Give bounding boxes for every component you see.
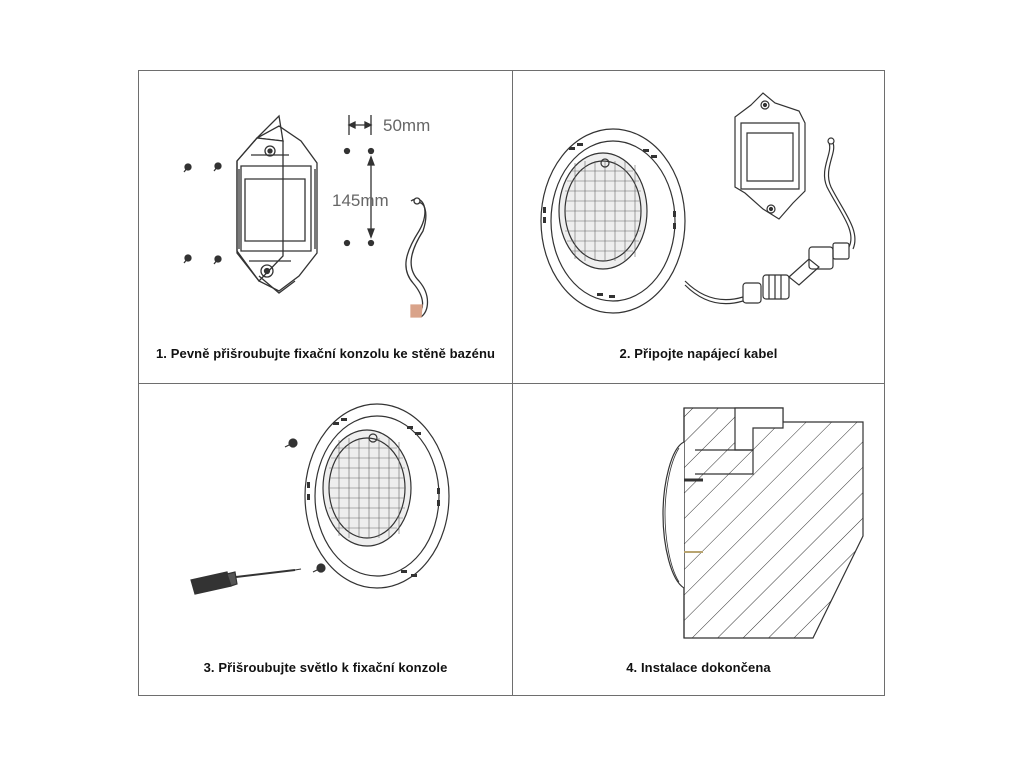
pool-light [304,403,450,589]
step-3-panel: 3. Přišroubujte světlo k fixační konzole [139,384,512,695]
pool-light [540,128,686,314]
pool-wall-section [683,407,864,639]
step-1-illustration: 50mm 145mm [183,114,430,318]
step-1-panel: 50mm 145mm 1. Pevně přišroubujte fixační… [139,71,512,383]
installed-light [662,441,685,589]
step-4-illustration [662,407,864,639]
dimension-label-horizontal: 50mm [383,116,430,135]
step-3-caption: 3. Přišroubujte světlo k fixační konzole [203,660,448,675]
step-4-caption: 4. Instalace dokončena [626,660,771,675]
step-2-caption: 2. Připojte napájecí kabel [619,346,778,361]
step-2-illustration [540,92,856,314]
dimension-label-vertical: 145mm [332,191,389,210]
screw [183,162,222,265]
fixing-bracket [734,92,806,220]
screwdriver [190,568,302,595]
step-2-panel: 2. Připojte napájecí kabel [513,71,884,383]
step-1-caption: 1. Pevně přišroubujte fixační konzolu ke… [155,346,496,361]
step-4-panel: 4. Instalace dokončena [513,384,884,695]
step-3-illustration [190,403,450,595]
cable-connector [742,242,850,304]
